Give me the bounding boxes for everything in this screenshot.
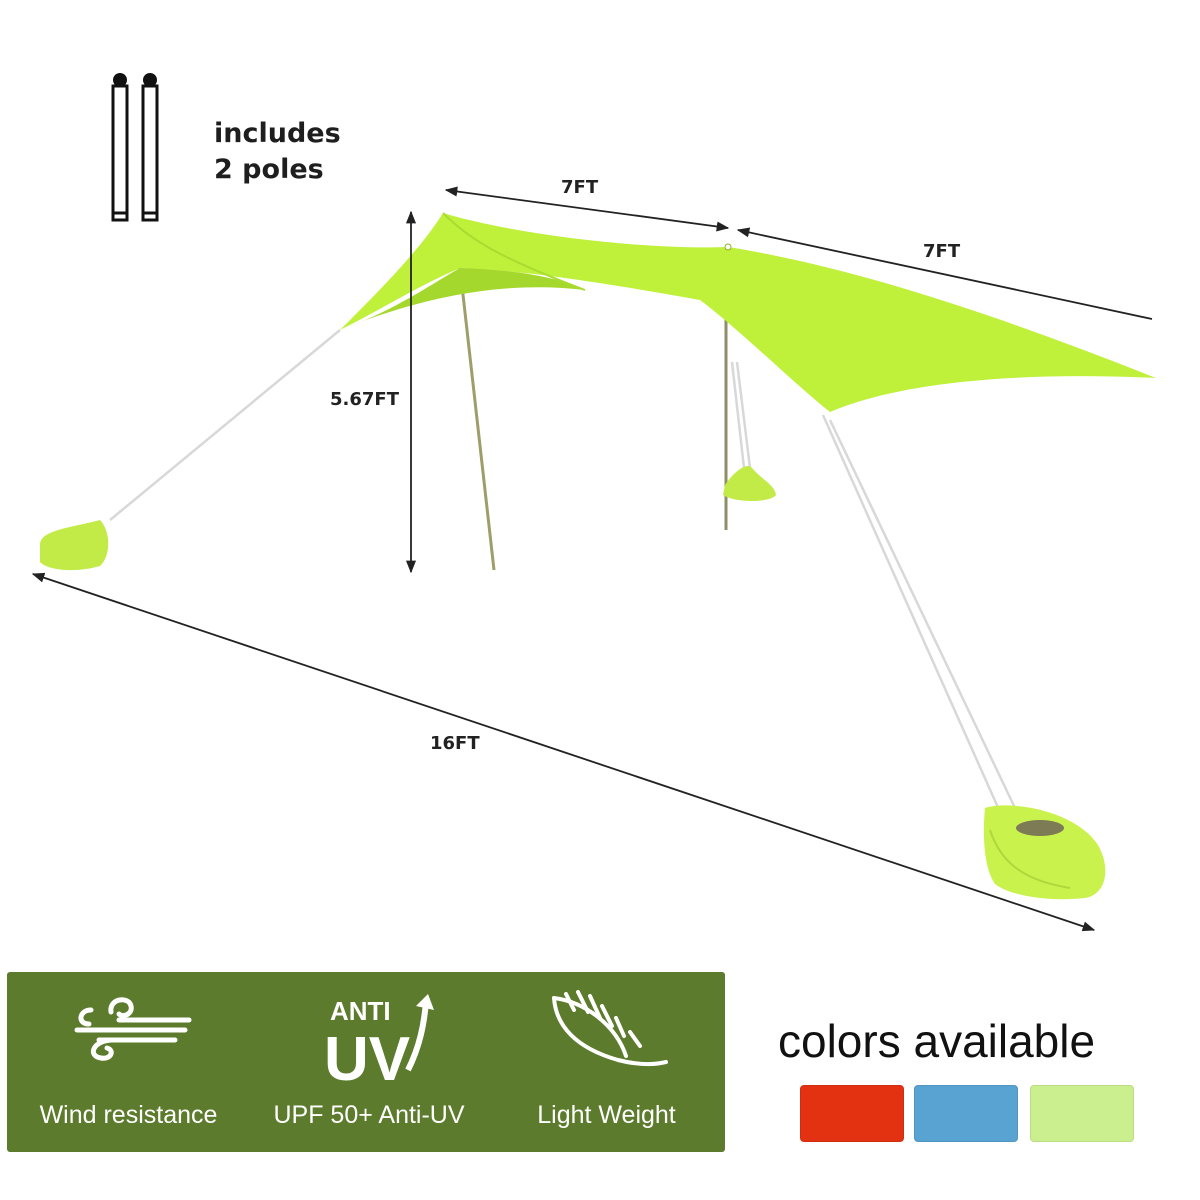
feature-label-uv: UPF 50+ Anti-UV — [273, 1101, 465, 1129]
footprint-label: 16FT — [430, 733, 480, 754]
color-swatch-blue[interactable] — [914, 1085, 1018, 1142]
poles-icon — [111, 73, 159, 222]
feature-anti-uv: ANTI UV UPF 50+ Anti-UV — [250, 972, 488, 1152]
canopy-illustration — [31, 73, 1156, 932]
color-swatch-lime[interactable] — [1030, 1085, 1134, 1142]
canopy-fabric — [340, 212, 1156, 412]
front-pole — [458, 267, 496, 571]
anti-uv-badge-main: UV — [324, 1025, 410, 1086]
color-swatch-red[interactable] — [800, 1085, 904, 1142]
dimension-lines — [31, 186, 1153, 932]
top-width-label: 7FT — [561, 177, 599, 198]
feature-bar: Wind resistance ANTI UV UPF 50+ Anti-UV … — [7, 972, 725, 1152]
colors-title: colors available — [778, 1015, 1096, 1067]
poles-note-line2: 2 poles — [214, 154, 324, 185]
height-label: 5.67FT — [330, 389, 399, 410]
top-depth-label: 7FT — [923, 241, 961, 262]
poles-note-line1: includes — [214, 118, 341, 149]
wind-icon — [74, 997, 192, 1061]
feature-label-weight: Light Weight — [537, 1101, 676, 1129]
sandbag-front — [983, 805, 1106, 900]
sandbag-back — [723, 465, 776, 501]
poles-note: includes 2 poles — [214, 116, 341, 188]
feature-label-wind: Wind resistance — [39, 1101, 218, 1129]
guy-ropes — [109, 329, 1017, 813]
feature-light-weight: Light Weight — [488, 972, 725, 1152]
anti-uv-icon: ANTI UV — [324, 994, 434, 1086]
feature-wind-resistance: Wind resistance — [7, 972, 250, 1152]
anti-uv-badge-top: ANTI — [330, 996, 391, 1026]
sandbag-left — [40, 520, 109, 571]
feather-icon — [552, 990, 668, 1066]
